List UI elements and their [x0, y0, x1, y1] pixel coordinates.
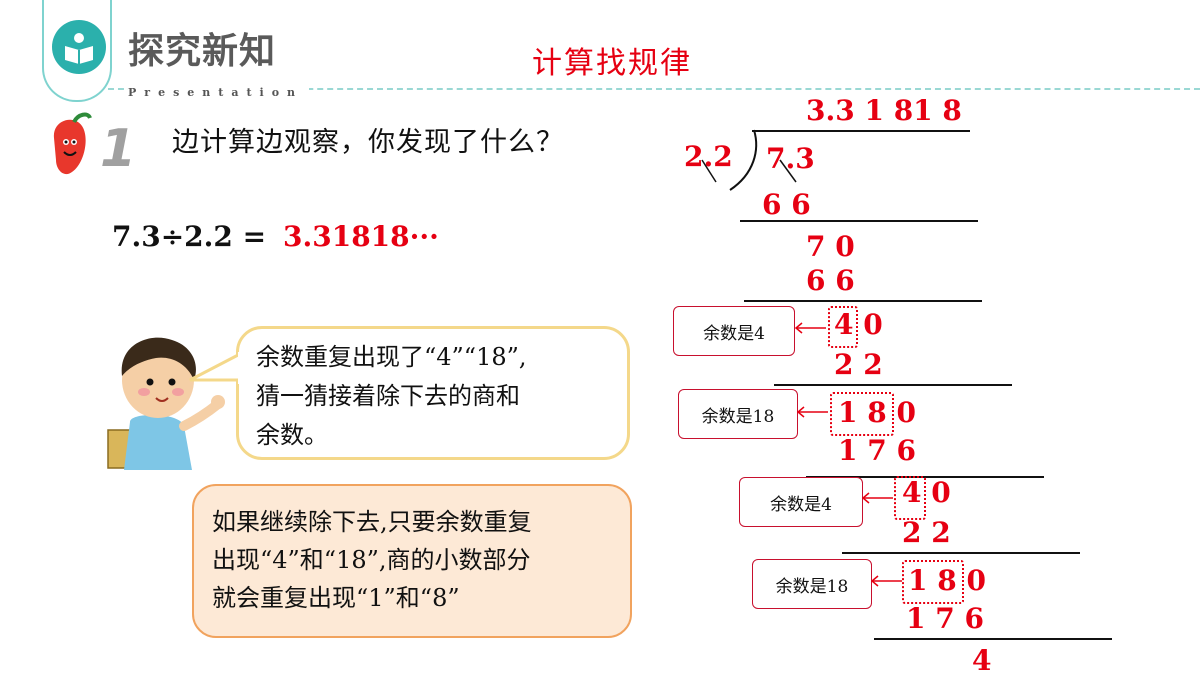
division-bracket — [729, 129, 758, 191]
division-step: 1 8 0 — [908, 564, 986, 597]
speech-bubble — [236, 326, 630, 460]
division-step: 4 0 — [902, 476, 951, 509]
arrow-left-icon — [794, 322, 826, 334]
equation-expression: 7.3÷2.2 = — [112, 220, 267, 253]
remainder-label: 余数是18 — [752, 559, 872, 609]
conclusion-text: 如果继续除下去,只要余数重复 出现“4”和“18”,商的小数部分 就会重复出现“… — [212, 508, 532, 612]
equation-result: 3.31818··· — [283, 220, 439, 253]
division-step: 2 2 — [902, 516, 951, 549]
speech-bubble-tail — [189, 352, 242, 384]
question-text: 边计算边观察，你发现了什么？ — [172, 127, 564, 158]
division-step: 2 2 — [834, 348, 883, 381]
speech-bubble-text: 余数重复出现了“4”“18”, 猜一猜接着除下去的商和 余数。 — [256, 343, 527, 449]
header-divider — [108, 88, 1200, 90]
division-top-line — [752, 130, 970, 132]
chili-number-icon: 1 — [44, 108, 144, 179]
division-line — [774, 384, 1012, 386]
conclusion-box — [192, 484, 632, 638]
division-step: 6 6 — [806, 264, 855, 297]
division-step: 6 6 — [762, 188, 811, 221]
division-divisor: 2.2 — [684, 140, 733, 173]
arrow-left-icon — [861, 492, 893, 504]
lesson-topic: 计算找规律 — [532, 46, 692, 81]
remainder-label: 余数是4 — [673, 306, 795, 356]
decimal-shift-marks — [701, 159, 797, 183]
arrow-left-icon — [870, 575, 902, 587]
arrow-left-icon — [796, 406, 828, 418]
boy-illustration — [100, 330, 230, 470]
remainder-highlight — [902, 560, 964, 604]
division-step: 1 7 6 — [838, 434, 916, 467]
remainder-highlight — [894, 476, 926, 520]
header-subtitle: Presentation — [128, 86, 310, 99]
remainder-highlight — [830, 392, 894, 436]
division-step: 1 7 6 — [906, 602, 984, 635]
division-step: 4 0 — [834, 308, 883, 341]
page-title: 探究新知 — [128, 31, 277, 72]
division-step: 7 0 — [806, 230, 855, 263]
book-reader-icon — [52, 20, 106, 74]
division-line — [874, 638, 1112, 640]
division-quotient: 3.3 1 81 8 — [806, 94, 962, 127]
division-step: 1 8 0 — [838, 396, 916, 429]
division-line — [740, 220, 978, 222]
division-line — [744, 300, 982, 302]
question-number: 1 — [100, 119, 136, 178]
remainder-highlight — [828, 306, 858, 348]
remainder-label: 余数是4 — [739, 477, 863, 527]
division-final-remainder: 4 — [972, 644, 992, 677]
division-dividend: 7.3 — [766, 142, 815, 175]
remainder-label: 余数是18 — [678, 389, 798, 439]
division-line — [842, 552, 1080, 554]
